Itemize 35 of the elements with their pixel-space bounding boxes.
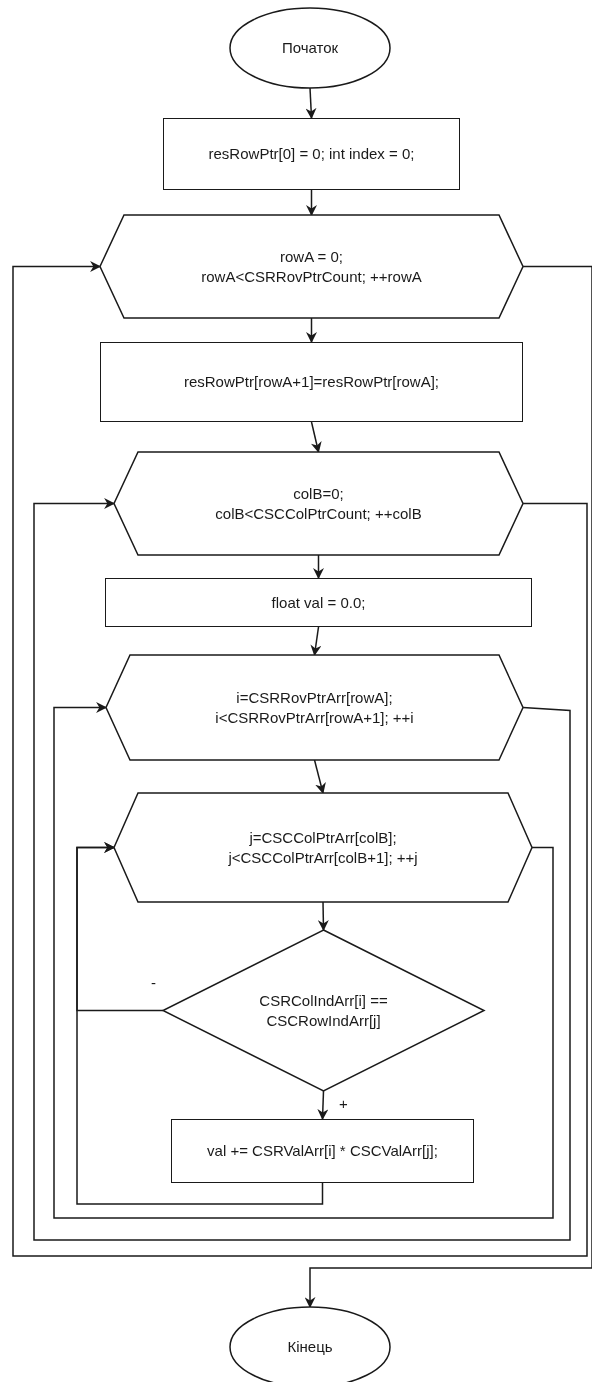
node-label: rowA = 0; rowA<CSRRovPtrCount; ++rowA [200,246,423,287]
node-label: CSRColIndArr[i] == CSCRowIndArr[j] [258,990,389,1031]
arrow [313,759,326,795]
arrow [317,901,329,932]
node-label: resRowPtr[rowA+1]=resRowPtr[rowA]; [183,372,440,392]
decision-diamond [163,930,484,1091]
process-box [163,118,460,190]
arrow [33,498,571,1241]
arrow [304,265,592,1309]
arrow [310,626,322,657]
loop-hexagon [114,452,523,555]
arrow [12,261,588,1257]
terminal-ellipse [230,8,390,88]
loop-hexagon [114,793,532,902]
arrow [310,421,322,454]
arrow [53,702,554,1219]
node-label: i=CSRRovPtrArr[rowA]; i<CSRRovPtrArr[rowA+1]; ++i [214,687,415,728]
node-label: colB=0; colB<CSCColPtrCount; ++colB [214,483,423,524]
arrow [313,554,324,580]
arrow [306,317,317,344]
process-box [171,1119,474,1183]
process-box [105,578,532,627]
process-box [100,342,523,422]
node-label: Початок [281,38,339,58]
node-label: float val = 0.0; [271,592,366,613]
node-label: resRowPtr[0] = 0; int index = 0; [208,144,415,164]
loop-hexagon [100,215,523,318]
node-label: Кінець [287,1337,333,1357]
node-label: val += CSRValArr[i] * CSCValArr[j]; [207,1141,438,1161]
node-label: j=CSCColPtrArr[colB]; j<CSCColPtrArr[colB+1]; ++j [227,827,419,868]
arrow [306,189,317,217]
arrow [76,842,324,1205]
loop-hexagon [106,655,523,760]
arrow [305,87,317,120]
arrow [317,1090,329,1121]
